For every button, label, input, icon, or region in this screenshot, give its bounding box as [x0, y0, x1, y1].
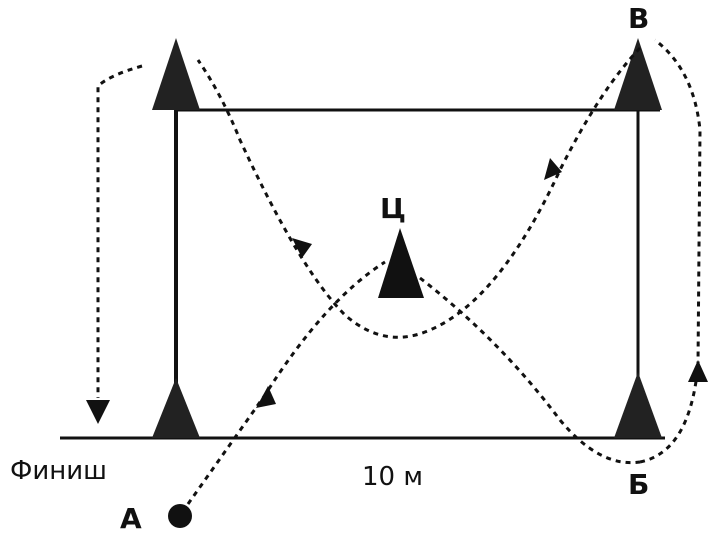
label-point-ts: Ц	[380, 192, 406, 225]
label-distance: 10 м	[362, 462, 423, 492]
cone-top-right	[614, 38, 662, 110]
label-point-a: А	[120, 502, 142, 535]
arrow-up-right-side	[688, 360, 708, 382]
label-point-v: В	[628, 2, 650, 35]
label-point-b: Б	[628, 468, 650, 501]
path-start-to-center	[186, 260, 386, 505]
cone-bottom-left	[152, 378, 200, 438]
label-finish: Финиш	[10, 456, 107, 486]
arrow-up-on-start-path	[256, 386, 276, 408]
arrow-down-on-v-path	[544, 158, 562, 180]
path-center-to-b	[419, 276, 641, 465]
path-v-to-center-loop	[196, 46, 642, 339]
cone-center	[378, 228, 424, 298]
start-marker	[168, 504, 192, 528]
arrow-down-finish	[86, 400, 110, 424]
cone-bottom-right	[614, 372, 662, 438]
arrow-down-on-v-path-right	[292, 238, 312, 258]
path-top-left-to-finish	[96, 64, 143, 398]
cone-top-left	[152, 38, 200, 110]
